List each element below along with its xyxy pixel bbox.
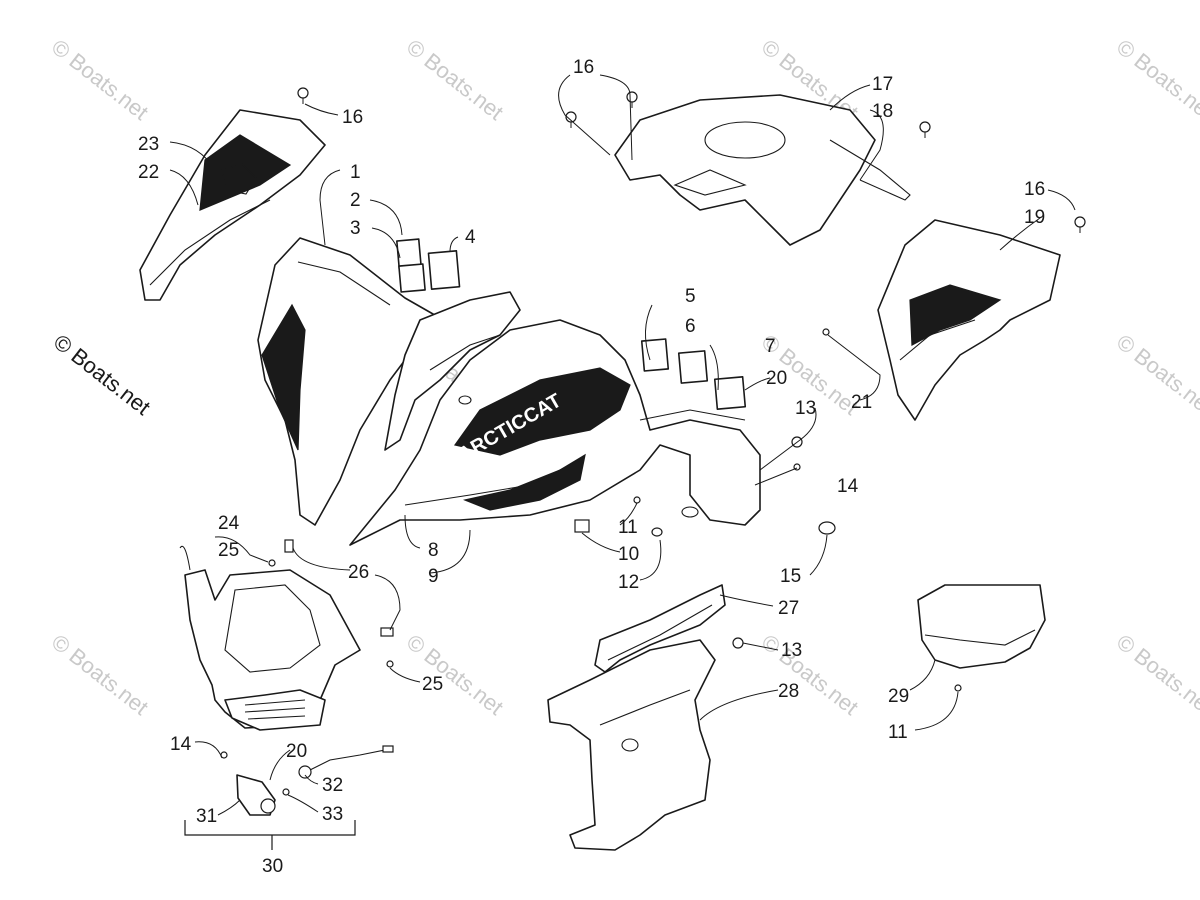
headlight-assembly xyxy=(236,745,394,816)
callout-31: 31 xyxy=(196,806,217,827)
callout-20-fender: 20 xyxy=(766,368,787,389)
callout-16-cowl: 16 xyxy=(342,107,363,128)
screw-25-b xyxy=(386,660,394,668)
screw-20 xyxy=(822,328,830,336)
callout-28: 28 xyxy=(778,681,799,702)
push-rivet-16-a xyxy=(297,87,309,104)
callout-1: 1 xyxy=(350,162,361,183)
callout-9: 9 xyxy=(428,566,439,587)
callout-7: 7 xyxy=(765,336,776,357)
front-fender-assembly: ARCTICCAT xyxy=(349,291,761,546)
callout-29: 29 xyxy=(888,686,909,707)
callout-22: 22 xyxy=(138,162,159,183)
callout-labels: 1 2 3 4 5 6 7 8 9 10 11 11 12 13 13 14 1… xyxy=(138,57,1045,877)
callout-16-side: 16 xyxy=(1024,179,1045,200)
callout-2: 2 xyxy=(350,190,361,211)
callout-3: 3 xyxy=(350,218,361,239)
rear-top-panel xyxy=(614,94,911,246)
callout-14-grille: 14 xyxy=(170,734,192,755)
watermark-main: © Boats.net xyxy=(49,329,155,420)
watermark: © Boats.net xyxy=(402,34,508,125)
callout-19: 19 xyxy=(1024,207,1045,228)
push-rivet-16-b xyxy=(565,111,577,128)
callout-8: 8 xyxy=(428,540,439,561)
screw-11-b xyxy=(954,684,962,692)
leader-lines xyxy=(169,74,1076,816)
push-rivet-18 xyxy=(919,121,931,138)
callout-25-lower: 25 xyxy=(422,674,443,695)
push-rivet-16-c xyxy=(626,91,638,108)
watermark: © Boats.net xyxy=(1112,34,1200,125)
grommet-15 xyxy=(818,521,836,535)
rear-fender-box xyxy=(917,584,1046,669)
watermark: © Boats.net xyxy=(47,34,153,125)
callout-27: 27 xyxy=(778,598,799,619)
bumper-12 xyxy=(651,527,663,537)
callout-4: 4 xyxy=(465,227,476,248)
screw-20-b xyxy=(282,788,290,796)
front-grille-nose xyxy=(184,569,361,731)
callout-26: 26 xyxy=(348,562,369,583)
decal-set-side xyxy=(640,338,747,410)
bumper-10 xyxy=(574,519,590,533)
watermark: © Boats.net xyxy=(1112,629,1200,720)
screw-11-a xyxy=(633,496,641,504)
front-body-panel xyxy=(257,237,441,526)
screw-25-a xyxy=(268,559,276,567)
callout-14-fender: 14 xyxy=(837,476,859,497)
watermark: © Boats.net xyxy=(1112,329,1200,420)
decal-set-upper xyxy=(396,238,461,293)
mud-guard-plate xyxy=(594,584,726,673)
callout-11-rear: 11 xyxy=(888,722,908,743)
watermark: © Boats.net xyxy=(402,629,508,720)
hardware-fasteners xyxy=(220,87,1086,796)
callout-23: 23 xyxy=(138,134,159,155)
bolt-13-b xyxy=(732,637,744,649)
right-side-panel xyxy=(877,219,1061,421)
callout-20-light: 20 xyxy=(286,741,307,762)
watermark: © Boats.net xyxy=(757,629,863,720)
callout-32: 32 xyxy=(322,775,343,796)
callout-30: 30 xyxy=(262,856,283,877)
watermark: © Boats.net xyxy=(47,629,153,720)
callout-12: 12 xyxy=(618,572,639,593)
clip-26-a xyxy=(284,539,294,553)
callout-15: 15 xyxy=(780,566,801,587)
callout-13-fender: 13 xyxy=(795,398,816,419)
push-rivet-19 xyxy=(1074,216,1086,233)
callout-18: 18 xyxy=(872,101,893,122)
callout-6: 6 xyxy=(685,316,696,337)
callout-5: 5 xyxy=(685,286,696,307)
nose-cowl xyxy=(139,109,326,301)
callout-10: 10 xyxy=(618,544,639,565)
callout-33: 33 xyxy=(322,804,343,825)
callout-17: 17 xyxy=(872,74,893,95)
callout-16-rear: 16 xyxy=(573,57,594,78)
callout-13-plate: 13 xyxy=(781,640,802,661)
inner-fender-panel xyxy=(547,639,716,851)
callout-25-grille: 25 xyxy=(218,540,239,561)
callout-11-fender: 11 xyxy=(618,517,638,538)
assembly-bracket-30 xyxy=(184,820,356,836)
callout-24: 24 xyxy=(218,513,240,534)
clip-26-b xyxy=(380,627,394,637)
callout-21: 21 xyxy=(851,392,872,413)
